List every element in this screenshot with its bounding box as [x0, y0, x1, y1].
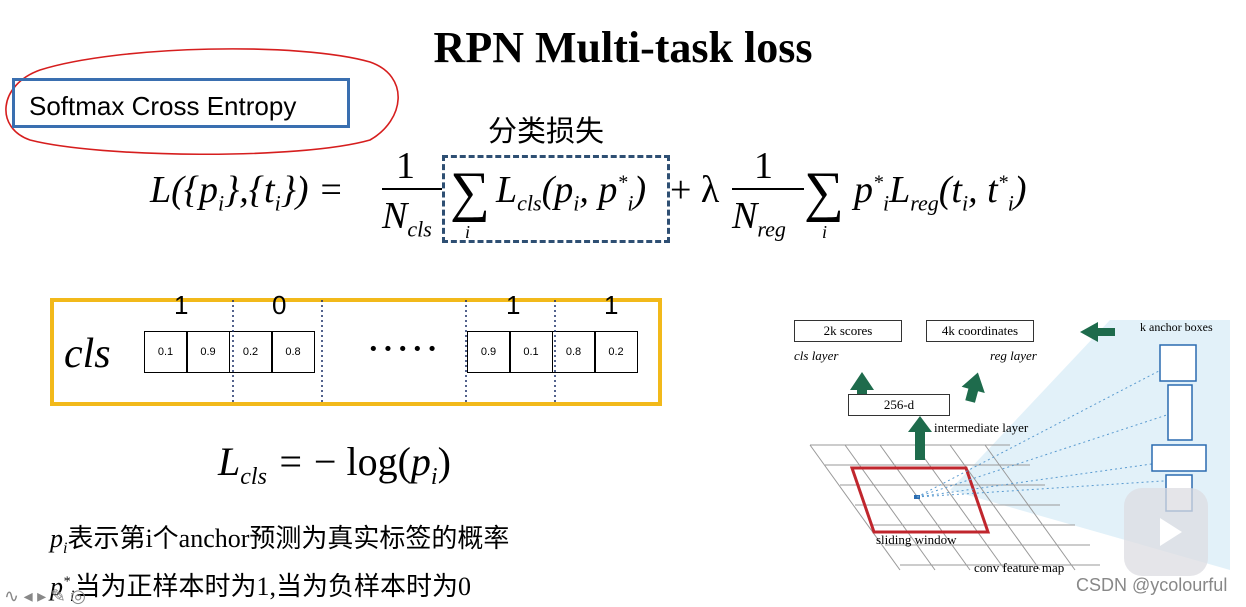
probability-cell: 0.9 [186, 331, 230, 373]
intermediate-layer-label: intermediate layer [934, 420, 1029, 435]
note-label: p*i当为正样本时为1,当为负样本时为0 [50, 572, 471, 606]
eraser-icon[interactable]: ✎ [50, 586, 66, 606]
sliding-window-label: sliding window [876, 532, 957, 547]
loss-formula: L({pi},{ti}) = 1 Ncls ∑ i Lcls(pi, p*i) … [150, 145, 1027, 242]
digit-label: 1 [604, 290, 619, 320]
cls-example-frame [50, 298, 662, 406]
digit-label: 1 [174, 290, 189, 320]
conv-feature-map-label: conv feature map [974, 560, 1065, 575]
probability-cell: 0.1 [509, 331, 553, 373]
probability-cell: 0.2 [228, 331, 273, 373]
cls-loss-formula: Lcls = − log(pi) [218, 439, 451, 490]
ellipsis: ····· [368, 330, 442, 366]
digit-label: 0 [272, 290, 287, 320]
note-probability: pi表示第i个anchor预测为真实标签的概率 [50, 524, 510, 558]
intermediate-box: 256-d [848, 394, 950, 416]
reg-layer-label: reg layer [990, 348, 1037, 363]
digit-label: 1 [506, 290, 521, 320]
highlight-ellipse [5, 48, 399, 156]
scores-box: 2k scores [794, 320, 902, 342]
probability-cell: 0.1 [143, 331, 188, 373]
watermark: CSDN @ycolourful [1076, 575, 1228, 595]
pen-icon[interactable]: ∿ [4, 586, 20, 606]
probability-cells-right: 0.9 0.1 0.8 0.2 [466, 331, 638, 373]
page-title: RPN Multi-task loss [433, 23, 813, 72]
anchor-boxes-label: k anchor boxes [1140, 320, 1213, 334]
coordinates-box: 4k coordinates [926, 320, 1034, 342]
settings-icon[interactable]: ◎ [70, 586, 86, 606]
cls-layer-label: cls layer [794, 348, 839, 363]
play-icon[interactable] [1124, 488, 1208, 576]
probability-cell: 0.8 [551, 331, 596, 373]
probability-cell: 0.9 [466, 331, 511, 373]
probability-cells-left: 0.1 0.9 0.2 0.8 [143, 331, 315, 373]
cls-term-dashed-box [442, 155, 670, 243]
cell-group-dividers [232, 300, 556, 402]
classification-loss-caption: 分类损失 [488, 114, 605, 148]
probability-cell: 0.8 [271, 331, 315, 373]
arrow-back-icon[interactable]: ◂ [23, 586, 33, 606]
softmax-label-box: Softmax Cross Entropy [12, 78, 350, 128]
arrow-forward-icon[interactable]: ▸ [37, 586, 47, 606]
presenter-toolbar: ∿ ◂ ▸ ✎ ◎ [4, 586, 86, 607]
probability-cell: 0.2 [594, 331, 638, 373]
cls-label: cls [64, 331, 111, 377]
